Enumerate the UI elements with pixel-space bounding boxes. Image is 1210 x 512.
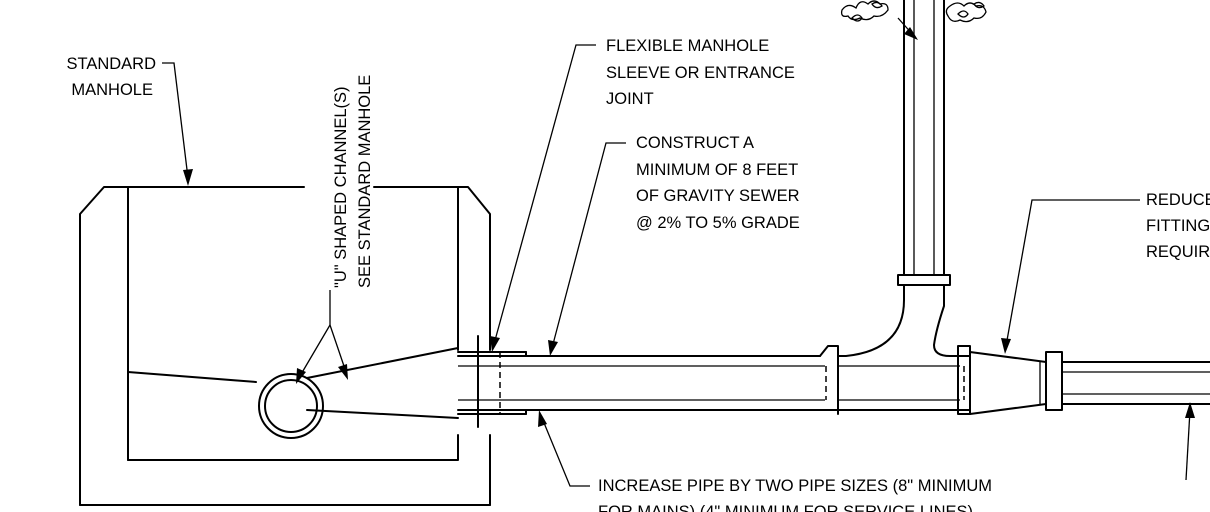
svg-text:SLEEVE OR ENTRANCE: SLEEVE OR ENTRANCE — [606, 64, 795, 82]
label-u-channel: "U" SHAPED CHANNEL(S) SEE STANDARD MANHO… — [332, 75, 374, 288]
svg-text:@ 2% TO 5% GRADE: @ 2% TO 5% GRADE — [636, 214, 800, 232]
label-flexible-sleeve: FLEXIBLE MANHOLE SLEEVE OR ENTRANCE JOIN… — [606, 37, 795, 108]
svg-text:FITTING AS: FITTING AS — [1146, 217, 1210, 235]
svg-text:"U" SHAPED CHANNEL(S): "U" SHAPED CHANNEL(S) — [332, 87, 350, 289]
u-channel-pipe — [258, 373, 324, 439]
svg-text:FOR MAINS) (4" MINIMUM FOR SER: FOR MAINS) (4" MINIMUM FOR SERVICE LINES… — [598, 503, 973, 512]
svg-text:OF GRAVITY SEWER: OF GRAVITY SEWER — [636, 187, 800, 205]
svg-text:REDUCER: REDUCER — [1146, 191, 1210, 209]
label-increase-pipe: INCREASE PIPE BY TWO PIPE SIZES (8" MINI… — [598, 477, 992, 512]
label-reducer: REDUCER FITTING AS REQUIRED — [1146, 191, 1210, 261]
svg-text:INCREASE PIPE BY TWO PIPE SIZE: INCREASE PIPE BY TWO PIPE SIZES (8" MINI… — [598, 477, 992, 495]
svg-text:REQUIRED: REQUIRED — [1146, 243, 1210, 261]
label-construct-gravity: CONSTRUCT A MINIMUM OF 8 FEET OF GRAVITY… — [636, 134, 800, 232]
svg-text:SEE STANDARD MANHOLE: SEE STANDARD MANHOLE — [356, 75, 374, 288]
svg-text:FLEXIBLE MANHOLE: FLEXIBLE MANHOLE — [606, 37, 769, 55]
svg-text:MINIMUM OF 8 FEET: MINIMUM OF 8 FEET — [636, 161, 798, 179]
svg-text:STANDARD: STANDARD — [66, 55, 156, 73]
svg-text:MANHOLE: MANHOLE — [71, 81, 153, 99]
label-standard-manhole: STANDARD MANHOLE — [66, 55, 156, 99]
reducer-fitting — [969, 351, 1210, 415]
riser-tee — [837, 0, 971, 415]
gravity-sewer-pipe — [457, 345, 971, 415]
gravel-bedding — [840, 0, 987, 23]
svg-text:CONSTRUCT A: CONSTRUCT A — [636, 134, 754, 152]
standard-manhole — [79, 186, 491, 506]
svg-text:JOINT: JOINT — [606, 90, 654, 108]
